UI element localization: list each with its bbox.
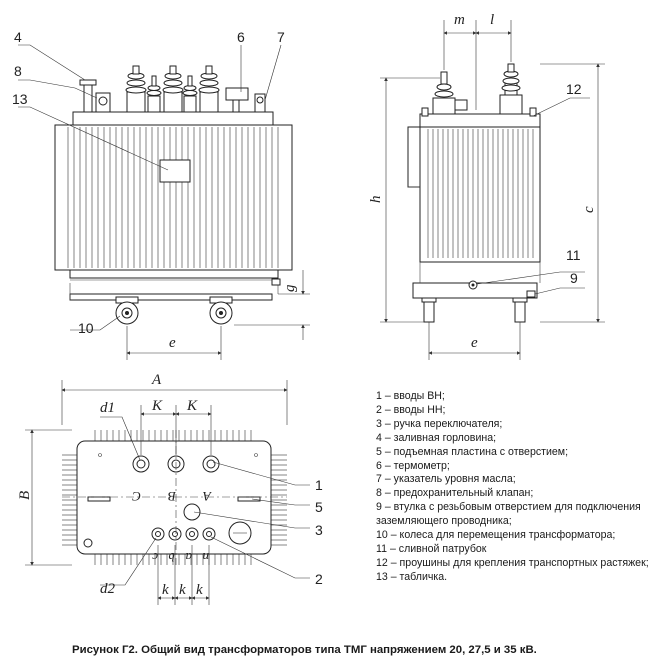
callout-4: 4 [14,29,22,45]
legend-item: 2 – вводы НН; [376,403,446,416]
top-cover [76,440,272,555]
top-lv-terminal-n [202,527,216,541]
callout-5: 5 [315,499,323,515]
front-skid [69,293,273,301]
dim-e-front: e [169,335,176,351]
dim-l: l [490,12,494,28]
callout-1: 1 [315,477,323,493]
dim-A: A [151,372,162,388]
front-cover [72,111,274,126]
dim-K2: K [186,398,198,414]
side-wheel-left [421,297,437,323]
legend-item: 13 – табличка. [376,570,448,583]
front-rating-plate [159,159,191,183]
side-view: 12 11 9 m l h c e [368,12,605,360]
callout-11: 11 [566,247,581,263]
side-radiator-fins [427,129,534,258]
terminal-lv-c: c [152,550,158,565]
legend-item: 1 – вводы ВН; [376,390,445,402]
top-hv-terminal-c [132,455,150,473]
legend-item: 10 – колеса для перемещения трансформато… [376,529,616,542]
callout-8: 8 [14,63,22,79]
callout-7: 7 [277,29,285,45]
callout-12: 12 [566,81,582,97]
terminal-lv-a: a [185,550,192,565]
dim-g: g [282,284,298,292]
front-thermometer [225,87,249,113]
front-wheel-left [115,296,139,325]
dim-m: m [454,12,465,28]
side-earth-bushing [526,290,536,298]
dim-B: B [17,491,33,500]
legend-item: 11 – сливной патрубок [376,542,487,555]
legend-item: 4 – заливная горловина; [376,431,497,444]
legend-item: 3 – ручка переключателя; [376,417,503,430]
callout-2: 2 [315,571,323,587]
front-safety-valve [95,92,111,113]
top-lv-terminal-a [185,527,199,541]
callout-10: 10 [78,320,94,336]
front-filler-neck [79,79,97,113]
terminal-lv-b: b [168,550,175,565]
side-lug-left [421,107,429,117]
side-cover [419,113,541,128]
top-lv-terminal-b [168,527,182,541]
legend-item: 5 – подъемная пластина с отверстием; [376,445,569,458]
dim-d1: d1 [100,400,115,416]
legend-list: 1 – вводы ВН;2 – вводы НН;3 – ручка пере… [376,390,656,585]
front-tank [54,124,293,271]
front-radiator-fins [67,127,279,268]
legend-item: 12 – проушины для крепления транспортных… [376,556,649,569]
front-view: 4 8 13 6 7 10 e g [12,29,310,360]
dim-c: c [581,206,597,213]
legend-item: 7 – указатель уровня масла; [376,473,516,486]
callout-6: 6 [237,29,245,45]
callout-9: 9 [570,270,578,286]
legend-item: 6 – термометр; [376,459,450,472]
top-radiator-fins [62,430,287,565]
terminal-lv-n: n [203,550,210,565]
terminal-hv-c: C [132,489,141,504]
front-base [69,269,279,279]
figure-caption: Рисунок Г2. Общий вид трансформаторов ти… [72,644,537,656]
dim-k3: k [196,582,203,598]
side-wheel-right [512,297,528,323]
side-lv-bushing [432,71,468,115]
top-tap-changer [183,503,201,521]
dim-k1: k [162,582,169,598]
dim-d2: d2 [100,581,116,597]
dim-K1: K [151,398,163,414]
front-bushings [125,65,220,113]
top-view: 1 5 3 2 A B K K d1 d2 k k k C B A c b a … [17,372,323,605]
front-wheel-right [209,296,233,325]
side-hv-bushing [499,63,523,115]
dim-k2: k [179,582,186,598]
legend-item: 8 – предохранительный клапан; [376,487,534,500]
callout-3: 3 [315,522,323,538]
callout-13: 13 [12,91,28,107]
dim-h: h [368,196,384,204]
front-oil-gauge [254,93,266,113]
legend-item: 9 – втулка с резьбовым отверстием для по… [376,501,641,528]
top-lv-terminal-c [151,527,165,541]
top-hv-terminal-a [202,455,220,473]
dim-e-side: e [471,335,478,351]
terminal-hv-a: A [203,489,212,504]
terminal-hv-b: B [168,489,176,504]
